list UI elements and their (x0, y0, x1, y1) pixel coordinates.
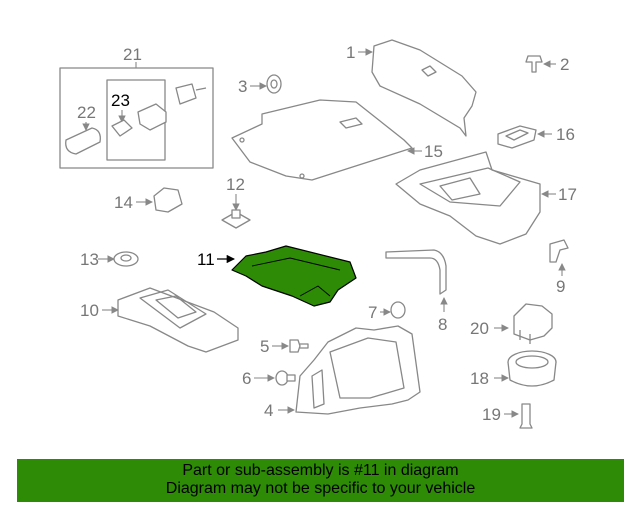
callout-16: 16 (556, 125, 575, 144)
socket-icon (137, 103, 167, 131)
callout-21: 21 (123, 45, 142, 64)
callout-18: 18 (470, 369, 489, 388)
callout-5: 5 (260, 337, 269, 356)
part-1[interactable]: 1 (346, 39, 477, 137)
callout-11: 11 (197, 250, 215, 269)
part-2[interactable]: 2 (525, 55, 569, 74)
part-9[interactable]: 9 (549, 239, 569, 296)
callout-15: 15 (424, 142, 443, 161)
callout-23: 23 (111, 91, 130, 110)
part-5[interactable]: 5 (260, 337, 309, 356)
part-14[interactable]: 14 (114, 187, 183, 213)
callout-8: 8 (438, 315, 447, 334)
parts-diagram: 21 22 23 3 15 1 2 (59, 39, 577, 429)
part-15-floor-panel[interactable]: 15 (231, 99, 443, 181)
part-16[interactable]: 16 (497, 125, 575, 149)
callout-7: 7 (368, 303, 377, 322)
callout-6: 6 (242, 369, 251, 388)
callout-20: 20 (470, 319, 489, 338)
part-17[interactable]: 17 (395, 151, 577, 245)
part-7[interactable]: 7 (368, 301, 406, 322)
callout-9: 9 (556, 277, 565, 296)
callout-10: 10 (80, 301, 99, 320)
callout-2: 2 (560, 55, 569, 74)
bulb-icon (111, 119, 133, 137)
callout-13: 13 (80, 250, 99, 269)
part-18[interactable]: 18 (470, 350, 557, 388)
notice-line-2: Diagram may not be specific to your vehi… (165, 480, 476, 497)
part-19[interactable]: 19 (482, 403, 533, 429)
part-13[interactable]: 13 (80, 250, 139, 269)
part-3[interactable]: 3 (238, 74, 282, 96)
callout-1: 1 (346, 43, 355, 62)
callout-12: 12 (226, 175, 245, 194)
callout-14: 14 (114, 193, 133, 212)
callout-22: 22 (77, 103, 96, 122)
part-6[interactable]: 6 (242, 369, 296, 388)
part-20[interactable]: 20 (470, 303, 553, 344)
part-8[interactable]: 8 (385, 249, 448, 334)
callout-17: 17 (558, 185, 577, 204)
callout-3: 3 (238, 77, 247, 96)
diagram-notice-banner: Part or sub-assembly is #11 in diagram D… (17, 459, 624, 502)
part-21-assembly[interactable]: 21 22 23 (59, 45, 214, 169)
lamp-lens-icon (65, 127, 101, 155)
highlighted-part-shape (231, 245, 357, 307)
part-11-highlighted[interactable]: 11 (197, 245, 357, 307)
connector-icon (175, 83, 207, 105)
callout-19: 19 (482, 405, 501, 424)
part-4[interactable]: 4 (264, 325, 421, 420)
part-10[interactable]: 10 (80, 287, 239, 353)
callout-4: 4 (264, 401, 273, 420)
notice-line-1: Part or sub-assembly is #11 in diagram (182, 462, 459, 479)
part-12[interactable]: 12 (221, 175, 251, 229)
